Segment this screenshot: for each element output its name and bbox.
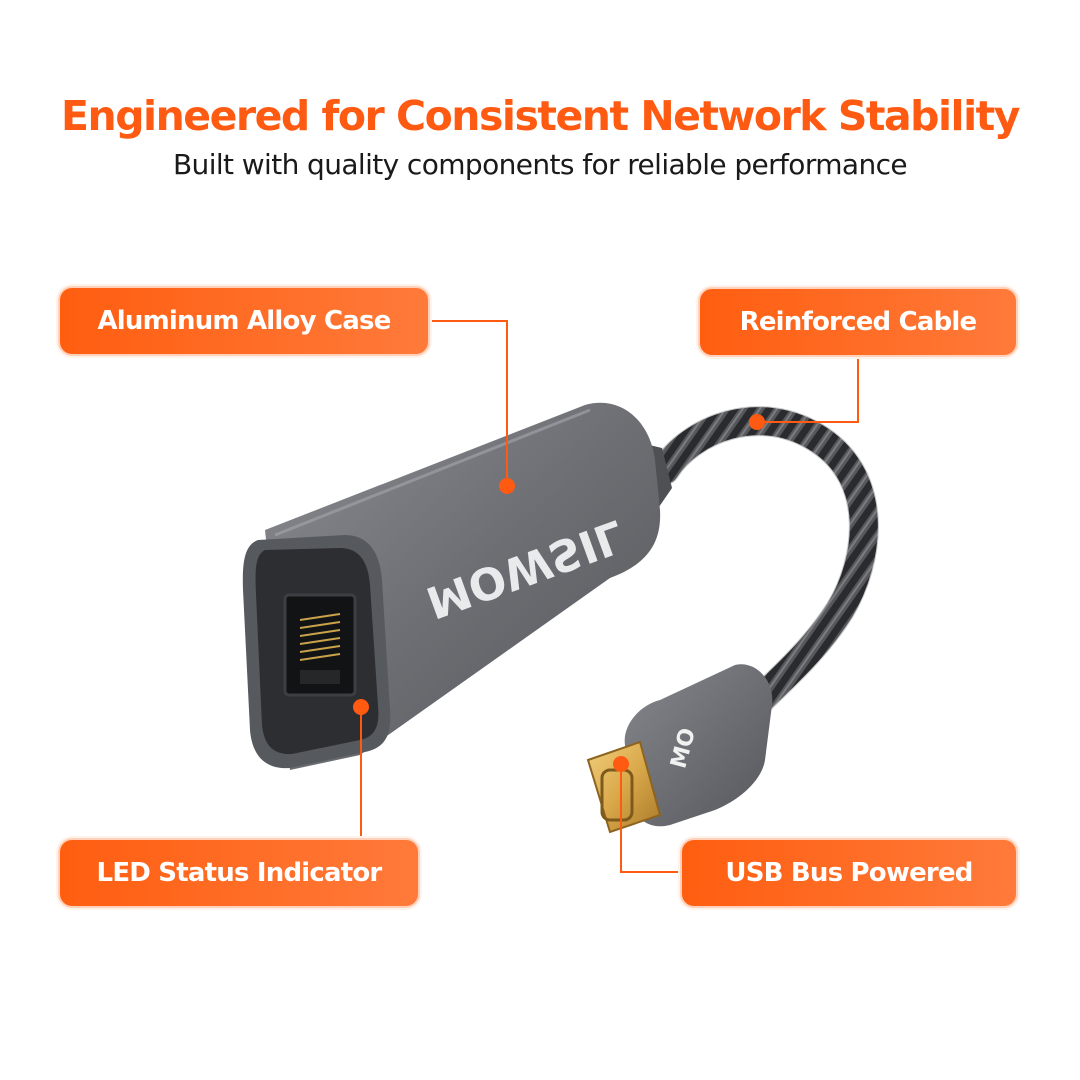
marker-case [499, 478, 515, 494]
marker-power [613, 756, 629, 772]
leader-cable [757, 357, 859, 423]
adapter-case: MOWSIL [242, 402, 661, 770]
marker-led [353, 699, 369, 715]
callout-usb-powered: USB Bus Powered [680, 838, 1018, 908]
leader-power [620, 764, 680, 873]
marker-cable [749, 414, 765, 430]
callout-led-indicator: LED Status Indicator [58, 838, 420, 908]
braided-cable [651, 407, 878, 714]
page-subtitle: Built with quality components for reliab… [172, 148, 908, 181]
leader-case [430, 320, 508, 486]
callout-reinforced-cable: Reinforced Cable [698, 287, 1018, 357]
usb-c-plug: MO [586, 664, 773, 834]
callout-aluminum-case: Aluminum Alloy Case [58, 286, 430, 356]
page-title: Engineered for Consistent Network Stabil… [61, 92, 1020, 140]
